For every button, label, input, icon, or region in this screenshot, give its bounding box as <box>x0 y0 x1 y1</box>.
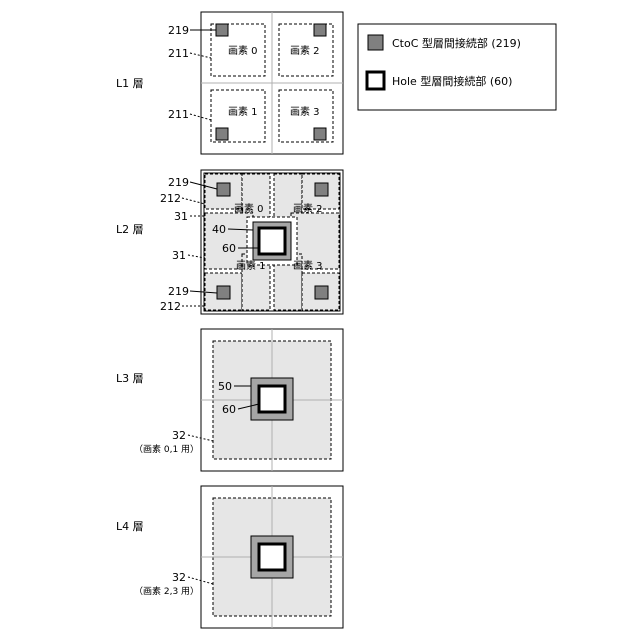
l2-ref-219-top: 219 <box>168 176 189 189</box>
legend-hole-label: Hole 型層間接続部 (60) <box>392 74 512 88</box>
hole-connector-icon <box>259 228 285 254</box>
l2-ref-212-top: 212 <box>160 192 181 205</box>
l1-ctoc-pad <box>314 128 326 140</box>
ctoc-connector-icon <box>368 35 383 50</box>
l2-pixel-0-label: 画素 0 <box>234 202 264 215</box>
layer-l4: 32 （画素 2,3 用） <box>134 486 343 628</box>
legend: CtoC 型層間接続部 (219) Hole 型層間接続部 (60) <box>358 24 556 110</box>
l1-ctoc-pad <box>216 24 228 36</box>
l2-ctoc-pad <box>315 286 328 299</box>
l1-ref-219: 219 <box>168 24 189 37</box>
hole-connector-icon <box>259 386 285 412</box>
l2-pixel-2-label: 画素 2 <box>293 202 323 215</box>
l2-pixel-3-label: 画素 3 <box>293 259 323 272</box>
l1-ctoc-pad <box>314 24 326 36</box>
l1-pixel-2-label: 画素 2 <box>290 44 320 57</box>
l4-sub-label: （画素 2,3 用） <box>134 585 199 597</box>
l2-ref-219-bottom: 219 <box>168 285 189 298</box>
hole-connector-icon <box>259 544 285 570</box>
l1-ctoc-pad <box>216 128 228 140</box>
l2-ctoc-pad <box>217 286 230 299</box>
l1-pixel-3-label: 画素 3 <box>290 105 320 118</box>
hole-connector-icon <box>367 72 384 89</box>
legend-ctoc-label: CtoC 型層間接続部 (219) <box>392 36 521 50</box>
l3-sub-label: （画素 0,1 用） <box>134 443 199 455</box>
layer-l2: 画素 0 画素 1 画素 2 画素 3 219 212 31 40 60 31 … <box>160 170 343 314</box>
l2-ctoc-pad <box>315 183 328 196</box>
layer-label-l1: L1 層 <box>116 77 144 90</box>
l4-ref-32: 32 <box>172 571 186 584</box>
l1-ref-211-bottom: 211 <box>168 108 189 121</box>
l2-ref-31-top: 31 <box>174 210 188 223</box>
layer-l3: 50 60 32 （画素 0,1 用） <box>134 329 343 471</box>
l2-ref-212-bottom: 212 <box>160 300 181 313</box>
layer-l1: 画素 0 画素 1 画素 2 画素 3 219 211 211 <box>168 12 343 154</box>
l3-ref-50: 50 <box>218 380 232 393</box>
layer-label-l3: L3 層 <box>116 372 144 385</box>
layer-label-l2: L2 層 <box>116 223 144 236</box>
l1-pixel-1-label: 画素 1 <box>228 105 258 118</box>
layer-label-l4: L4 層 <box>116 520 144 533</box>
l3-ref-32: 32 <box>172 429 186 442</box>
l2-ref-40: 40 <box>212 223 226 236</box>
l1-ref-211-top: 211 <box>168 47 189 60</box>
l1-pixel-0-label: 画素 0 <box>228 44 258 57</box>
l2-ref-31-bottom: 31 <box>172 249 186 262</box>
l2-pixel-1-label: 画素 1 <box>236 259 266 272</box>
l2-ref-60: 60 <box>222 242 236 255</box>
l3-ref-60: 60 <box>222 403 236 416</box>
l2-ctoc-pad <box>217 183 230 196</box>
